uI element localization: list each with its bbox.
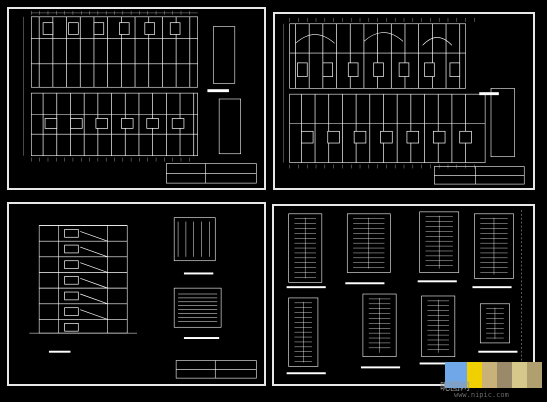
watermark-swatch — [497, 362, 512, 388]
watermark-site: www.nipic.com — [454, 391, 509, 399]
sheet-stair-details[interactable] — [272, 204, 535, 386]
stair-details-drawing — [286, 209, 522, 381]
sheet-floor-plan-b[interactable] — [273, 12, 535, 190]
section-drawing — [29, 217, 257, 379]
sheet-section[interactable] — [7, 202, 266, 386]
watermark-swatch — [445, 362, 467, 388]
watermark-swatch — [482, 362, 497, 388]
floor-plan-b-drawing — [283, 17, 525, 185]
watermark-pixel-block — [445, 362, 543, 388]
watermark-swatch — [467, 362, 482, 388]
watermark-swatch — [512, 362, 527, 388]
watermark-brand: 昵图网 — [440, 382, 470, 393]
watermark-swatch — [527, 362, 542, 388]
sheet-floor-plan-a[interactable] — [7, 7, 266, 190]
floor-plan-a-drawing — [23, 10, 257, 184]
